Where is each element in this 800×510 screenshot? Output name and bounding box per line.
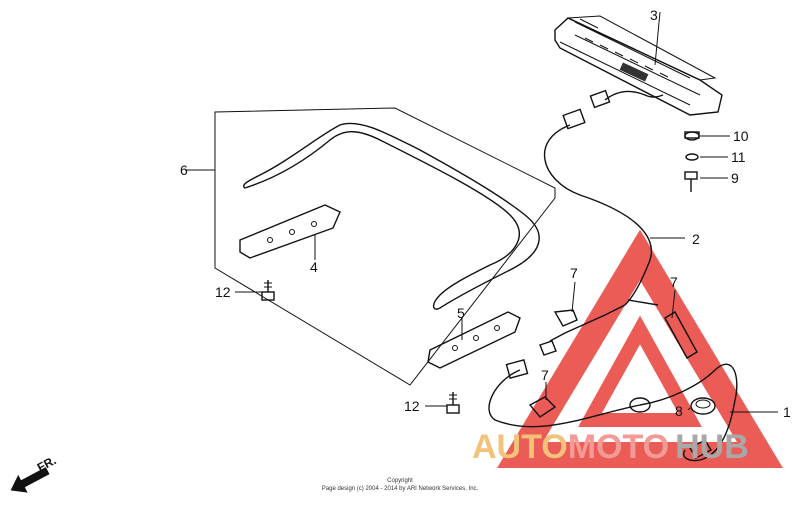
watermark-part-auto: AUTO (472, 428, 568, 466)
harness-clamps (528, 281, 698, 418)
watermark-part-hub: HUB (675, 428, 749, 466)
callout-1: 1 (783, 404, 791, 420)
callout-12a: 12 (215, 284, 231, 300)
callout-8: 8 (675, 403, 683, 419)
callout-3: 3 (650, 7, 658, 23)
front-arrow-icon (10, 467, 50, 493)
stop-light-housing (554, 11, 723, 116)
rear-spoiler (185, 107, 556, 386)
stop-light-pigtail (562, 89, 664, 130)
callout-11: 11 (731, 149, 746, 165)
copyright-line-2: Page design (c) 2004 - 2014 by ARI Netwo… (322, 486, 479, 492)
wire-harness-1 (488, 359, 778, 462)
grommet (687, 397, 716, 415)
spoiler-bracket-right (427, 311, 521, 369)
callout-9: 9 (731, 170, 739, 186)
mounting-bolts (235, 280, 460, 414)
watermark-part-moto: MOTO (568, 428, 669, 466)
callout-7a: 7 (570, 265, 578, 281)
callout-7b: 7 (670, 274, 678, 290)
wire-harness-2 (543, 124, 685, 342)
spoiler-bracket-left (239, 204, 341, 260)
callout-12b: 12 (404, 398, 420, 414)
callout-6: 6 (180, 162, 188, 178)
callout-5: 5 (457, 305, 465, 321)
callout-4: 4 (310, 259, 318, 275)
callout-7c: 7 (541, 367, 549, 383)
copyright-line-1: Copyright (387, 478, 413, 484)
callout-2: 2 (692, 231, 700, 247)
watermark-triangle (497, 229, 783, 468)
callout-10: 10 (733, 128, 749, 144)
hardware-stack (684, 131, 730, 192)
